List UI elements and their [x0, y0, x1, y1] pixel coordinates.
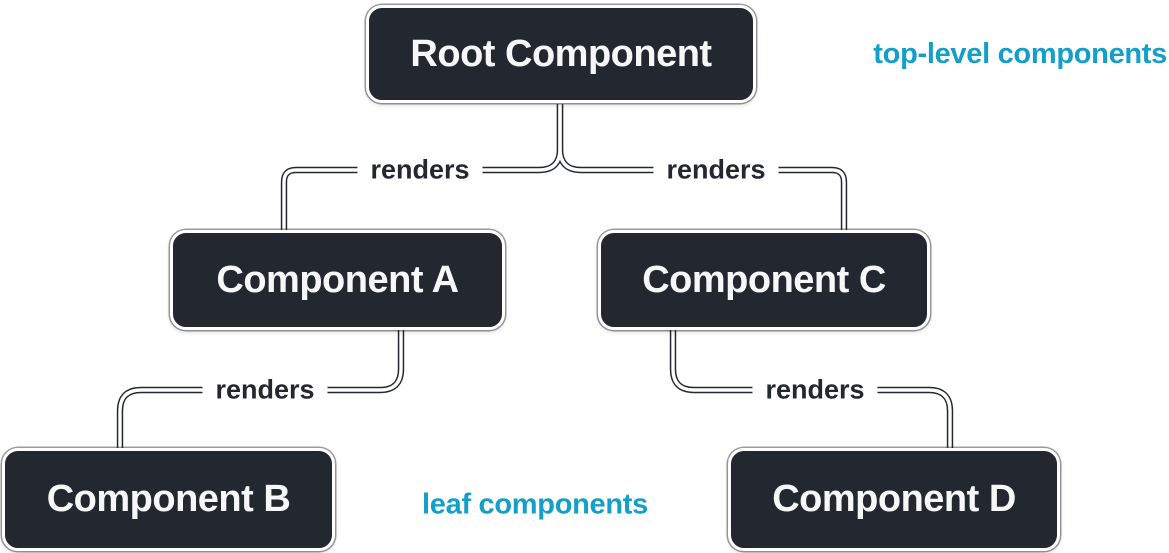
- node-component-b: Component B: [2, 448, 335, 551]
- node-component-b-label: Component B: [46, 478, 291, 520]
- edge-label-root-renders-a: renders: [357, 151, 483, 189]
- node-root-component-label: Root Component: [410, 32, 712, 75]
- node-component-c-label: Component C: [642, 258, 886, 301]
- edge-label-root-renders-c: renders: [653, 151, 779, 189]
- node-component-d-label: Component D: [772, 478, 1016, 520]
- edge-label-a-renders-b: renders: [202, 371, 328, 409]
- node-component-d: Component D: [728, 448, 1060, 551]
- node-component-c: Component C: [598, 230, 930, 330]
- node-root-component: Root Component: [366, 5, 756, 103]
- annotation-leaf-components: leaf components: [422, 488, 648, 521]
- node-component-a: Component A: [170, 230, 505, 330]
- annotation-top-level-components: top-level components: [873, 38, 1167, 70]
- node-component-a-label: Component A: [216, 258, 459, 301]
- edge-label-c-renders-d: renders: [752, 371, 878, 409]
